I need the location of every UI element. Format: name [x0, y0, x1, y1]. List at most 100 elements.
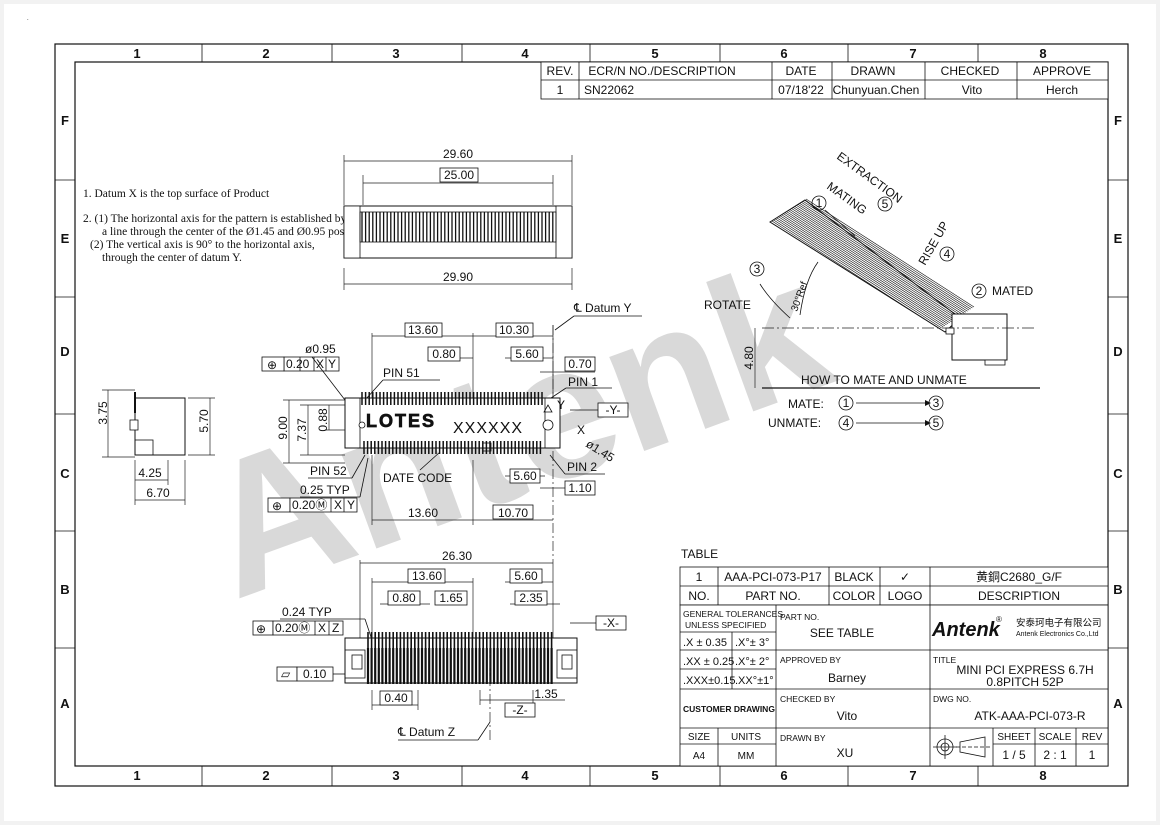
zone-row-E: E: [61, 231, 70, 246]
rev-header-approve: APPROVE: [1033, 64, 1091, 78]
size-value: A4: [693, 751, 706, 762]
rev-label: REV: [1082, 732, 1103, 743]
card-hatch-line: [778, 216, 947, 326]
zone-col-6-bottom: 6: [780, 768, 787, 783]
size-label: SIZE: [688, 732, 711, 743]
num-2: 2: [976, 284, 983, 298]
rev-cell-ecr: SN22062: [584, 83, 634, 97]
zone-col-5: 5: [651, 46, 658, 61]
tol-xxx: .XXX±0.15: [683, 675, 736, 687]
rev-cell-rev: 1: [557, 83, 564, 97]
label-rotate: ROTATE: [704, 298, 751, 312]
bom-no: 1: [696, 570, 703, 584]
card-hatch-line: [805, 198, 975, 308]
registered-mark: ®: [996, 615, 1002, 624]
unmate-to: 5: [933, 416, 940, 430]
dim-165: 1.65: [439, 591, 463, 605]
dim-1030: 10.30: [499, 323, 529, 337]
fcf-bv-value: 0.20Ⓜ: [275, 621, 310, 635]
dim-2990: 29.90: [443, 270, 473, 284]
front-view: 13.60 10.30 0.80 5.60 0.70 ℄ Datum Y ⊕ ⊕…: [261, 301, 642, 560]
rev-header-drawn: DRAWN: [851, 64, 896, 78]
pin52-label: PIN 52: [310, 464, 347, 478]
card-hatch-line: [771, 220, 941, 330]
rev-header-ecr: ECR/N NO./DESCRIPTION: [588, 64, 735, 78]
card-hatch-line: [789, 209, 958, 318]
dim-1360-bv: 13.60: [412, 569, 442, 583]
zone-col-7-bottom: 7: [909, 768, 916, 783]
sheet-value: 1 / 5: [1002, 748, 1026, 762]
checked-value: Vito: [837, 709, 858, 723]
pin2-label: PIN 2: [567, 460, 597, 474]
pin51-label: PIN 51: [383, 366, 420, 380]
zone-row-B-right: B: [1113, 582, 1122, 597]
num-5: 5: [882, 197, 889, 211]
dim-2960: 29.60: [443, 147, 473, 161]
num-1: 1: [816, 196, 823, 210]
title-line-2: 0.8PITCH 52P: [986, 675, 1063, 689]
fcf-bv-x: X: [318, 621, 326, 635]
revision-table: REV. ECR/N NO./DESCRIPTION DATE DRAWN CH…: [540, 61, 1109, 100]
custom-drawing: CUSTOMER DRAWING: [683, 704, 775, 714]
note-2c: (2) The vertical axis is 90° to the hori…: [90, 239, 315, 251]
zone-row-D-right: D: [1113, 344, 1122, 359]
dim-080: 0.80: [432, 347, 456, 361]
dim-040: 0.40: [384, 691, 408, 705]
card-hatch-line: [802, 200, 971, 310]
post-095: ø0.95: [305, 342, 336, 356]
zone-row-B: B: [60, 582, 69, 597]
mate-to: 3: [933, 396, 940, 410]
tol-a2: .X°± 2°: [735, 656, 769, 668]
scale-value: 2 : 1: [1043, 748, 1067, 762]
dim-1360-top: 13.60: [408, 323, 438, 337]
tol-a1: .X°± 3°: [735, 637, 769, 649]
zone-frame: 1 2 3 4 5 6 7 8 1 2 3 4 5 6 7 8 F E D C …: [54, 43, 1129, 787]
serial-marking: XXXXXX: [453, 420, 523, 437]
fcf-bot-y: Y: [347, 498, 355, 512]
dim-2630: 26.30: [442, 549, 472, 563]
svg-text:.: .: [27, 16, 29, 22]
dim-375: 3.75: [96, 401, 110, 425]
fcf-bot-value: 0.20Ⓜ: [292, 498, 327, 512]
flatness-value: 0.10: [303, 667, 327, 681]
dim-737: 7.37: [295, 418, 309, 442]
gen-tol-1: GENERAL TOLERANCES: [683, 609, 783, 619]
mate-label: MATE:: [788, 397, 824, 411]
dim-425: 4.25: [138, 466, 162, 480]
label-mated: MATED: [992, 284, 1033, 298]
mate-title: HOW TO MATE AND UNMATE: [801, 373, 967, 387]
dim-110: 1.10: [568, 481, 592, 495]
zone-col-8-bottom: 8: [1039, 768, 1046, 783]
dim-088: 0.88: [316, 408, 330, 432]
note-2d: through the center of datum Y.: [102, 252, 242, 264]
approved-value: Barney: [828, 671, 866, 685]
top-view: 29.60 25.00 29.90: [343, 147, 573, 290]
company-cn: 安泰珂电子有限公司: [1016, 617, 1102, 629]
card-hatch-line: [792, 207, 962, 316]
card-hatch-line: [800, 201, 970, 311]
zone-col-1-bottom: 1: [133, 768, 140, 783]
dim-235: 2.35: [519, 591, 543, 605]
part-no-label: PART NO.: [780, 612, 819, 622]
zone-row-A: A: [60, 696, 70, 711]
card-hatch-line: [799, 202, 968, 312]
fcf-bot-symbol: ⊕: [272, 499, 282, 513]
datum-z-box: -Z-: [512, 703, 527, 717]
title-block: GENERAL TOLERANCES UNLESS SPECIFIED PART…: [679, 604, 1109, 767]
fcf-bot-x: X: [334, 498, 342, 512]
card-hatch-line: [791, 208, 960, 317]
scale-label: SCALE: [1039, 732, 1072, 743]
notes: 1. Datum X is the top surface of Product…: [83, 188, 355, 264]
card-hatch-line: [788, 210, 957, 319]
card-hatch-line: [797, 203, 967, 313]
tol-a3: .XX°±1°: [735, 675, 774, 687]
mate-from: 1: [843, 396, 850, 410]
zone-row-C-right: C: [1113, 466, 1123, 481]
dim-560-bv: 5.60: [514, 569, 538, 583]
checked-label: CHECKED BY: [780, 694, 836, 704]
zone-row-C: C: [60, 466, 70, 481]
part-no-value: SEE TABLE: [810, 626, 874, 640]
fcf-bv-z: Z: [332, 621, 339, 635]
num-3: 3: [754, 262, 761, 276]
datum-y-mark: Y: [557, 398, 565, 412]
